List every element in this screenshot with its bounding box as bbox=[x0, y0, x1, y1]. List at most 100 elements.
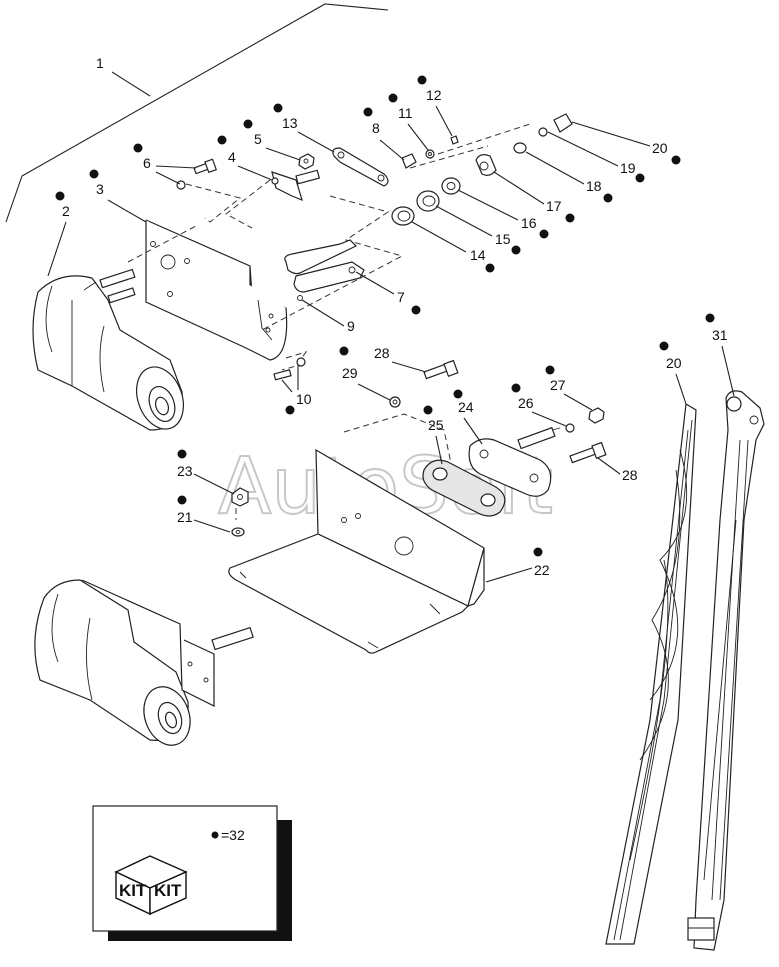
mounting-plate-upper bbox=[145, 219, 288, 361]
leader-line-c21 bbox=[193, 519, 231, 533]
leader-line-c16 bbox=[457, 189, 519, 221]
kit-equation: =32 bbox=[221, 827, 245, 843]
hardware-21-23 bbox=[231, 487, 249, 537]
kit-dot-marker-c4 bbox=[217, 135, 227, 145]
leader-line-c11 bbox=[407, 123, 429, 151]
kit-dot-marker-c3 bbox=[89, 169, 99, 179]
leader-line-c19 bbox=[547, 131, 619, 167]
kit-label-left: KIT bbox=[119, 881, 147, 900]
callout-label-c28a: 28 bbox=[374, 345, 390, 361]
callout-label-c25: 25 bbox=[428, 417, 444, 433]
leader-line-c2 bbox=[47, 221, 67, 277]
bolt-28-lower bbox=[569, 441, 607, 464]
leader-line-c20b bbox=[675, 373, 687, 405]
leader-line-c26 bbox=[531, 411, 567, 427]
stud-bracket bbox=[271, 169, 321, 202]
wiper-motor-lower bbox=[34, 579, 254, 746]
leader-line-c25 bbox=[435, 435, 443, 465]
kit-dot-marker-c20b bbox=[659, 341, 669, 351]
callout-label-c31: 31 bbox=[712, 327, 728, 343]
callout-label-c28b: 28 bbox=[622, 467, 638, 483]
mounting-bracket-22 bbox=[228, 448, 485, 654]
callout-label-c7: 7 bbox=[397, 289, 405, 305]
callout-label-c6: 6 bbox=[143, 155, 151, 171]
callout-label-c8: 8 bbox=[372, 120, 380, 136]
wiper-motor-upper bbox=[32, 268, 184, 431]
kit-dot-marker-c8 bbox=[363, 107, 373, 117]
leader-line-c13 bbox=[297, 131, 335, 153]
callout-label-c2: 2 bbox=[62, 203, 70, 219]
leader-line-c5 bbox=[265, 147, 301, 161]
callout-label-c26: 26 bbox=[518, 395, 534, 411]
callout-labels: 1234567891011121314151617181920202122232… bbox=[55, 55, 728, 578]
callout-label-c11: 11 bbox=[398, 105, 413, 121]
leader-line-c17 bbox=[493, 171, 545, 205]
callout-label-c15: 15 bbox=[495, 231, 511, 247]
link-arm-13 bbox=[332, 147, 389, 187]
bolt-10 bbox=[273, 357, 306, 381]
kit-dot-marker-c2 bbox=[55, 191, 65, 201]
callout-label-c3: 3 bbox=[96, 181, 104, 197]
kit-dot-marker-c6 bbox=[133, 143, 143, 153]
callout-label-c10: 10 bbox=[296, 391, 312, 407]
kit-dot-marker-c22 bbox=[533, 547, 543, 557]
kit-dot-marker-c31 bbox=[705, 313, 715, 323]
leader-line-c31 bbox=[721, 345, 735, 397]
callout-label-c13: 13 bbox=[282, 115, 298, 131]
hardware-8-11-12 bbox=[401, 135, 459, 169]
kit-dot-marker-c21 bbox=[177, 495, 187, 505]
kit-dot-marker-c9 bbox=[339, 346, 349, 356]
leader-line-c6 bbox=[155, 165, 197, 169]
alignment-lines-upper bbox=[127, 123, 531, 371]
callout-label-c17: 17 bbox=[546, 198, 562, 214]
callout-label-c14: 14 bbox=[470, 247, 486, 263]
leader-line-c3 bbox=[107, 199, 147, 223]
callout-label-c16: 16 bbox=[521, 215, 537, 231]
assembly-bracket bbox=[5, 3, 389, 223]
leader-line-c20a bbox=[571, 121, 651, 147]
kit-dot-marker-c16 bbox=[539, 229, 549, 239]
bolt-28-upper bbox=[389, 359, 459, 408]
leader-line-c24 bbox=[463, 417, 483, 445]
callout-label-c29: 29 bbox=[342, 365, 358, 381]
wiper-arm-31 bbox=[687, 390, 765, 951]
callout-label-c1: 1 bbox=[96, 55, 104, 71]
leader-line-c18 bbox=[525, 151, 585, 185]
kit-label-right: KIT bbox=[154, 881, 182, 900]
callout-label-c24: 24 bbox=[458, 399, 474, 415]
leader-lines bbox=[47, 71, 735, 583]
kit-dot-marker-c17 bbox=[565, 213, 575, 223]
leader-line-c22 bbox=[485, 567, 533, 583]
callout-label-c4: 4 bbox=[228, 149, 236, 165]
kit-dot-marker-c12 bbox=[417, 75, 427, 85]
leader-line-c1 bbox=[111, 71, 151, 97]
callout-label-c21: 21 bbox=[177, 509, 193, 525]
callout-label-c22: 22 bbox=[534, 562, 550, 578]
callout-label-c9: 9 bbox=[347, 318, 355, 334]
kit-dot-marker-c14 bbox=[485, 263, 495, 273]
callout-label-c18: 18 bbox=[586, 178, 602, 194]
plate-24 bbox=[468, 426, 561, 497]
callout-label-c20a: 20 bbox=[652, 140, 668, 156]
kit-dot-marker-c11 bbox=[388, 93, 398, 103]
leader-line-c28a bbox=[391, 361, 427, 373]
callout-label-c19: 19 bbox=[620, 160, 636, 176]
leader-line-c15 bbox=[435, 205, 493, 237]
leader-line-c6-b bbox=[155, 171, 181, 185]
callout-label-c5: 5 bbox=[254, 131, 262, 147]
kit-dot-marker-c20a bbox=[671, 155, 681, 165]
kit-dot-marker-c25 bbox=[423, 405, 433, 415]
bolt-upper-6 bbox=[176, 158, 218, 190]
leader-line-c9 bbox=[301, 299, 345, 327]
kit-dot-marker-c24 bbox=[453, 389, 463, 399]
leader-line-c27 bbox=[563, 393, 593, 411]
callout-label-c27: 27 bbox=[550, 377, 566, 393]
leader-line-c29 bbox=[357, 383, 391, 401]
kit-legend: KIT KIT =32 bbox=[92, 805, 292, 941]
callout-label-c23: 23 bbox=[177, 463, 193, 479]
nut-5 bbox=[298, 153, 315, 170]
leader-line-c4 bbox=[237, 165, 273, 181]
kit-dot-marker-c7 bbox=[411, 305, 421, 315]
leader-line-c10-b bbox=[281, 379, 293, 393]
